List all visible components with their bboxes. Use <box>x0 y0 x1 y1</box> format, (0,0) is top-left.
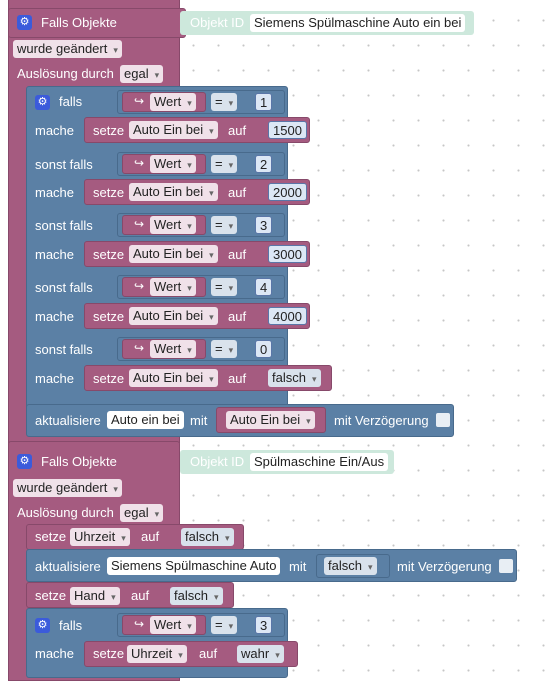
set-target[interactable]: Auto Ein bei <box>129 121 218 139</box>
do-label: mache <box>35 247 75 262</box>
value-var[interactable]: Wert <box>150 155 196 173</box>
set-label: setze <box>93 185 125 200</box>
set-label: setze <box>35 588 67 603</box>
gear-icon[interactable]: ⚙ <box>17 15 32 30</box>
trigger-by-dropdown[interactable]: egal <box>120 504 164 522</box>
operator-dropdown[interactable]: = <box>211 278 238 296</box>
if-label: falls <box>59 618 83 633</box>
return-arrow-icon: ↪ <box>134 279 145 293</box>
trigger-by-label: Auslösung durch <box>17 505 114 520</box>
gear-icon[interactable]: ⚙ <box>35 618 50 633</box>
set-value[interactable]: 1500 <box>268 121 307 139</box>
elseif-label: sonst falls <box>35 218 93 233</box>
do-label: mache <box>35 185 75 200</box>
update-value[interactable]: falsch <box>324 557 377 575</box>
return-arrow-icon: ↪ <box>134 617 145 631</box>
do-label: mache <box>35 371 75 386</box>
operator-dropdown[interactable]: = <box>211 155 238 173</box>
delay-label: mit Verzögerung <box>397 559 492 574</box>
elseif-label: sonst falls <box>35 157 93 172</box>
delay-label: mit Verzögerung <box>334 413 429 428</box>
do-label: mache <box>35 646 75 661</box>
set-target[interactable]: Auto Ein bei <box>129 307 218 325</box>
return-arrow-icon: ↪ <box>134 156 145 170</box>
compare-value[interactable]: 3 <box>255 216 273 234</box>
return-arrow-icon: ↪ <box>134 217 145 231</box>
gear-icon[interactable]: ⚙ <box>17 454 32 469</box>
delay-checkbox[interactable] <box>436 413 450 427</box>
set-label: setze <box>93 371 125 386</box>
update-target[interactable]: Siemens Spülmaschine Auto <box>107 557 281 575</box>
event-block-1-header[interactable] <box>8 8 186 38</box>
compare-value[interactable]: 3 <box>255 616 273 634</box>
operator-dropdown[interactable]: = <box>211 340 238 358</box>
do-label: mache <box>35 123 75 138</box>
set-label: setze <box>93 123 125 138</box>
with-label: mit <box>289 559 307 574</box>
delay-checkbox[interactable] <box>499 559 513 573</box>
do-label: mache <box>35 309 75 324</box>
with-label: mit <box>190 413 208 428</box>
update-target[interactable]: Auto ein bei <box>107 411 184 429</box>
set-target[interactable]: Uhrzeit <box>70 528 130 546</box>
set-value[interactable]: falsch <box>181 528 234 546</box>
elseif-label: sonst falls <box>35 342 93 357</box>
event-label: Falls Objekte <box>41 15 117 30</box>
compare-value[interactable]: 1 <box>255 93 273 111</box>
return-arrow-icon: ↪ <box>134 94 145 108</box>
value-var[interactable]: Wert <box>150 216 196 234</box>
operator-dropdown[interactable]: = <box>211 216 238 234</box>
set-label: setze <box>35 529 67 544</box>
set-value[interactable]: falsch <box>170 587 223 605</box>
object-id-field[interactable]: Spülmaschine Ein/Aus <box>250 453 389 471</box>
to-label: auf <box>228 123 247 138</box>
compare-value[interactable]: 2 <box>255 155 273 173</box>
trigger-by-label: Auslösung durch <box>17 66 114 81</box>
update-value[interactable]: Auto Ein bei <box>226 411 315 429</box>
return-arrow-icon: ↪ <box>134 341 145 355</box>
set-value[interactable]: wahr <box>237 645 284 663</box>
to-label: auf <box>228 185 247 200</box>
value-var[interactable]: Wert <box>150 93 196 111</box>
event-label: Falls Objekte <box>41 454 117 469</box>
set-value[interactable]: falsch <box>268 369 321 387</box>
set-value[interactable]: 2000 <box>268 183 307 201</box>
set-target[interactable]: Auto Ein bei <box>129 369 218 387</box>
set-target[interactable]: Auto Ein bei <box>129 183 218 201</box>
if-label: falls <box>59 94 83 109</box>
set-target[interactable]: Hand <box>70 587 120 605</box>
operator-dropdown[interactable]: = <box>211 93 238 111</box>
to-label: auf <box>228 371 247 386</box>
to-label: auf <box>199 646 218 661</box>
set-value[interactable]: 3000 <box>268 245 307 263</box>
set-label: setze <box>93 247 125 262</box>
object-id-field[interactable]: Siemens Spülmaschine Auto ein bei <box>250 14 466 32</box>
value-var[interactable]: Wert <box>150 340 196 358</box>
elseif-label: sonst falls <box>35 280 93 295</box>
set-target[interactable]: Uhrzeit <box>127 645 187 663</box>
object-id-label: Objekt ID <box>190 454 245 469</box>
set-target[interactable]: Auto Ein bei <box>129 245 218 263</box>
set-value[interactable]: 4000 <box>268 307 307 325</box>
object-id-label: Objekt ID <box>190 15 245 30</box>
gear-icon[interactable]: ⚙ <box>35 95 50 110</box>
value-var[interactable]: Wert <box>150 616 196 634</box>
set-label: setze <box>93 309 125 324</box>
trigger-dropdown[interactable]: wurde geändert <box>13 40 122 58</box>
compare-value[interactable]: 4 <box>255 278 273 296</box>
update-label: aktualisiere <box>35 413 101 428</box>
to-label: auf <box>228 309 247 324</box>
update-label: aktualisiere <box>35 559 101 574</box>
compare-value[interactable]: 0 <box>255 340 273 358</box>
to-label: auf <box>131 588 150 603</box>
set-label: setze <box>93 646 125 661</box>
trigger-by-dropdown[interactable]: egal <box>120 65 164 83</box>
to-label: auf <box>141 529 160 544</box>
value-var[interactable]: Wert <box>150 278 196 296</box>
operator-dropdown[interactable]: = <box>211 616 238 634</box>
trigger-dropdown[interactable]: wurde geändert <box>13 479 122 497</box>
to-label: auf <box>228 247 247 262</box>
